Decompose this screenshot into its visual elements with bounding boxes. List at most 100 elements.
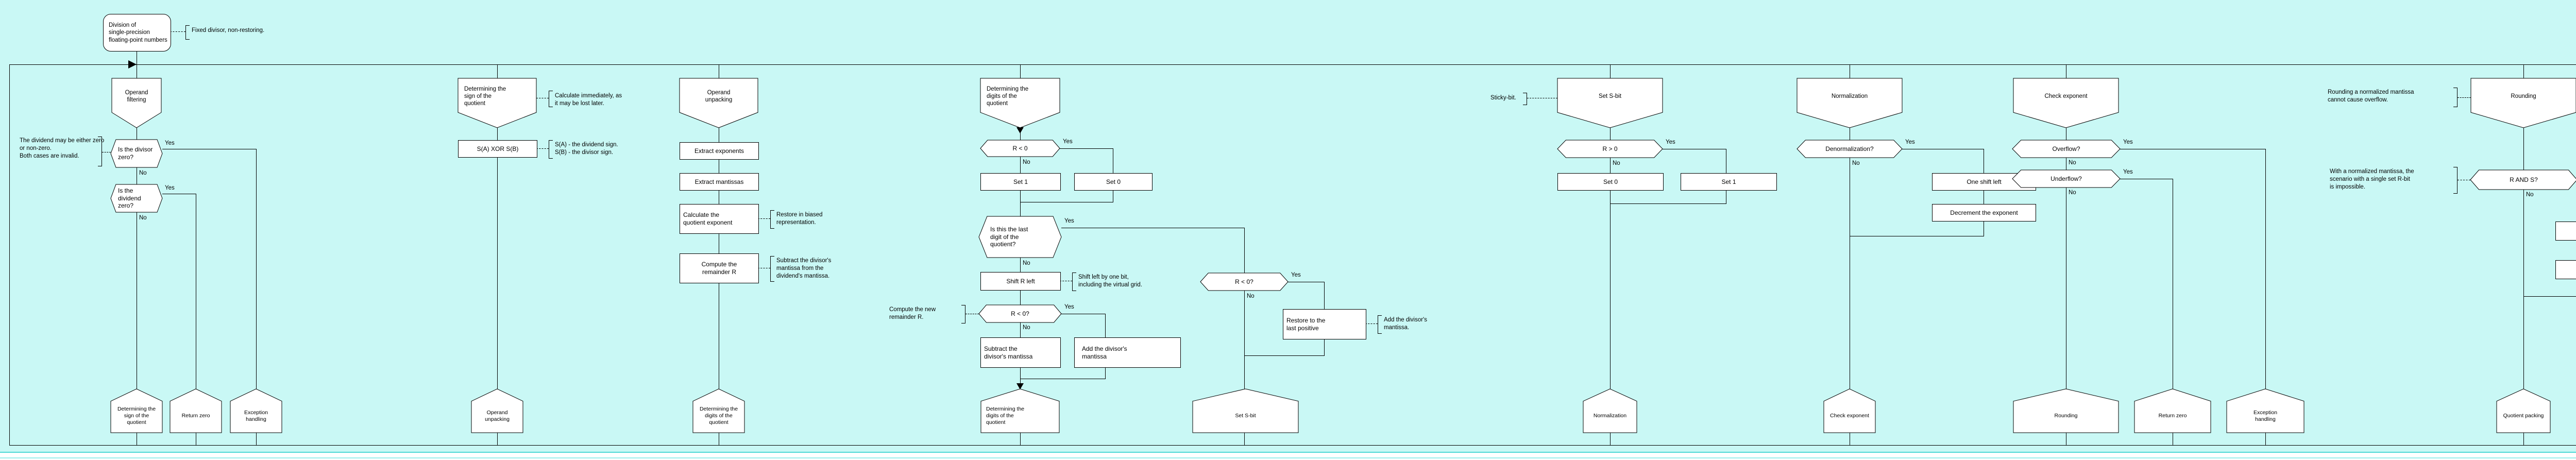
- exit-exception-2: Exception handling: [2227, 389, 2304, 433]
- branch-label-yes: Yes: [1666, 139, 1675, 145]
- entry-rounding-label: Rounding: [2511, 93, 2536, 99]
- branch-label-yes: Yes: [1291, 272, 1301, 278]
- process-set-1: Set 1: [980, 173, 1061, 191]
- exit-determining-digits-loop: Determining the digits of the quotient: [981, 389, 1059, 433]
- comment-biased: Restore in biased representation.: [776, 212, 823, 226]
- process-decrement-exponent: Decrement the exponent: [1932, 204, 2036, 222]
- exit-operand-unpacking-label: Operand unpacking: [485, 409, 510, 422]
- flow-line: [1610, 203, 1726, 204]
- comment-link: [1365, 323, 1378, 324]
- exit-exception-2-label: Exception handling: [2253, 409, 2278, 422]
- exit-determining-digits-label: Determining the digits of the quotient: [699, 406, 738, 425]
- comment-bracket: [1378, 315, 1382, 334]
- start-label: Division of single-precision floating-po…: [109, 22, 167, 43]
- flow-line: [1610, 64, 1611, 78]
- flow-line: [1020, 190, 1021, 216]
- process-shift-r-left-label: Shift R left: [1006, 277, 1035, 285]
- flow-line: [1244, 355, 1325, 356]
- branch-label-no: No: [2069, 160, 2076, 166]
- process-set-0-sticky: Set 0: [1557, 173, 1664, 191]
- flow-line: [1244, 291, 1245, 389]
- comment-link: [536, 148, 549, 149]
- process-set-0: Set 0: [1074, 173, 1153, 191]
- process-set-1-label: Set 1: [1013, 178, 1028, 185]
- bottom-bus-line: [9, 445, 2576, 446]
- process-calc-exponent-label: Calculate the quotient exponent: [683, 211, 733, 226]
- flow-line: [1060, 148, 1113, 149]
- branch-label-no: No: [1023, 159, 1030, 165]
- exit-set-sbit-label: Set S-bit: [1235, 413, 1256, 419]
- entry-check-exponent-label: Check exponent: [2044, 93, 2088, 99]
- comment-link: [170, 31, 185, 32]
- process-add-mantissa: Add the divisor's mantissa: [1074, 337, 1181, 368]
- exit-determining-sign-label: Determining the sign of the quotient: [117, 406, 156, 425]
- comment-bracket: [2453, 88, 2458, 107]
- decision-divisor-zero-label: Is the divisor zero?: [118, 146, 153, 161]
- decision-r-lt-0-2-label: R < 0?: [1011, 310, 1029, 317]
- flow-line: [2265, 149, 2266, 389]
- exit-exception-1-label: Exception handling: [244, 409, 268, 422]
- exit-rounding: Rounding: [2013, 389, 2119, 433]
- flow-line: [1020, 64, 1021, 78]
- decision-r-lt-0-3-label: R < 0?: [1235, 278, 1253, 285]
- entry-set-sbit-label: Set S-bit: [1598, 93, 1622, 99]
- flow-line: [497, 433, 498, 445]
- exit-set-sbit: Set S-bit: [1193, 389, 1298, 433]
- decision-dividend-zero: Is the dividend zero?: [111, 184, 162, 212]
- entry-check-exponent: Check exponent: [2013, 78, 2119, 128]
- flow-line: [1020, 367, 1021, 389]
- top-bus-line: [9, 64, 2576, 65]
- process-extract-exponents: Extract exponents: [680, 142, 759, 160]
- comment-link: [758, 218, 770, 219]
- process-set-1-sticky: Set 1: [1681, 173, 1777, 191]
- decision-denormalization: Denormalization?: [1797, 140, 1902, 158]
- process-extract-exponents-label: Extract exponents: [694, 147, 744, 155]
- decision-r-and-s-label: R AND S?: [2510, 176, 2538, 183]
- flow-line: [1020, 258, 1021, 272]
- flow-line: [497, 157, 498, 389]
- branch-label-no: No: [2526, 192, 2534, 198]
- branch-label-yes: Yes: [1064, 304, 1074, 310]
- flow-line: [2523, 64, 2524, 78]
- branch-label-yes: Yes: [2123, 139, 2133, 145]
- decision-last-digit: Is this the last digit of the quotient?: [979, 216, 1061, 258]
- entry-operand-filtering-label: Operand filtering: [125, 89, 148, 103]
- comment-fixed-divisor: Fixed divisor, non-restoring.: [192, 27, 265, 33]
- entry-determining-sign: Determining the sign of the quotient: [458, 78, 536, 128]
- page-bottom-edge: [0, 457, 2576, 458]
- comment-rounding-overflow: Rounding a normalized mantissa cannot ca…: [2328, 89, 2414, 104]
- exit-determining-digits-loop-label: Determining the digits of the quotient: [986, 406, 1025, 425]
- entry-rounding: Rounding: [2471, 78, 2576, 128]
- flow-line: [1020, 289, 1021, 305]
- process-one-shift-left-label: One shift left: [1967, 178, 2002, 185]
- decision-r-gt-0: R > 0: [1557, 140, 1663, 158]
- exit-quotient-packing-label: Quotient packing: [2503, 413, 2544, 419]
- branch-label-no: No: [139, 215, 147, 221]
- entry-normalization-label: Normalization: [1831, 93, 1868, 99]
- exit-return-zero-2: Return zero: [2134, 389, 2211, 433]
- comment-single-rbit: With a normalized mantissa, the scenario…: [2330, 168, 2414, 191]
- comment-subtract-mantissa: Subtract the divisor's mantissa from the…: [776, 258, 832, 280]
- process-decrement-exponent-label: Decrement the exponent: [1950, 209, 2018, 216]
- process-shift-r-left: Shift R left: [980, 272, 1061, 291]
- branch-label-no: No: [139, 170, 147, 176]
- process-restore-positive-label: Restore to the last positive: [1286, 316, 1326, 332]
- flow-line: [256, 433, 257, 445]
- exit-check-exponent: Check exponent: [1824, 389, 1875, 433]
- decision-r-gt-0-label: R > 0: [1602, 145, 1618, 152]
- comment-bracket: [1523, 93, 1527, 105]
- branch-label-no: No: [1247, 293, 1255, 299]
- comment-bracket: [185, 25, 190, 40]
- process-restore-positive: Restore to the last positive: [1283, 309, 1366, 339]
- decision-overflow-label: Overflow?: [2052, 145, 2080, 152]
- comment-sign-defs: S(A) - the dividend sign. S(B) - the div…: [555, 142, 618, 156]
- branch-label-yes: Yes: [165, 140, 175, 146]
- comment-bracket: [770, 210, 774, 229]
- exit-check-exponent-label: Check exponent: [1830, 413, 1869, 419]
- decision-r-lt-0-3: R < 0?: [1200, 273, 1288, 291]
- comment-shift-left-bit: Shift left by one bit, including the vir…: [1078, 274, 1143, 288]
- flow-line: [1610, 158, 1611, 173]
- branch-label-yes: Yes: [165, 185, 175, 191]
- comment-bracket: [549, 140, 553, 159]
